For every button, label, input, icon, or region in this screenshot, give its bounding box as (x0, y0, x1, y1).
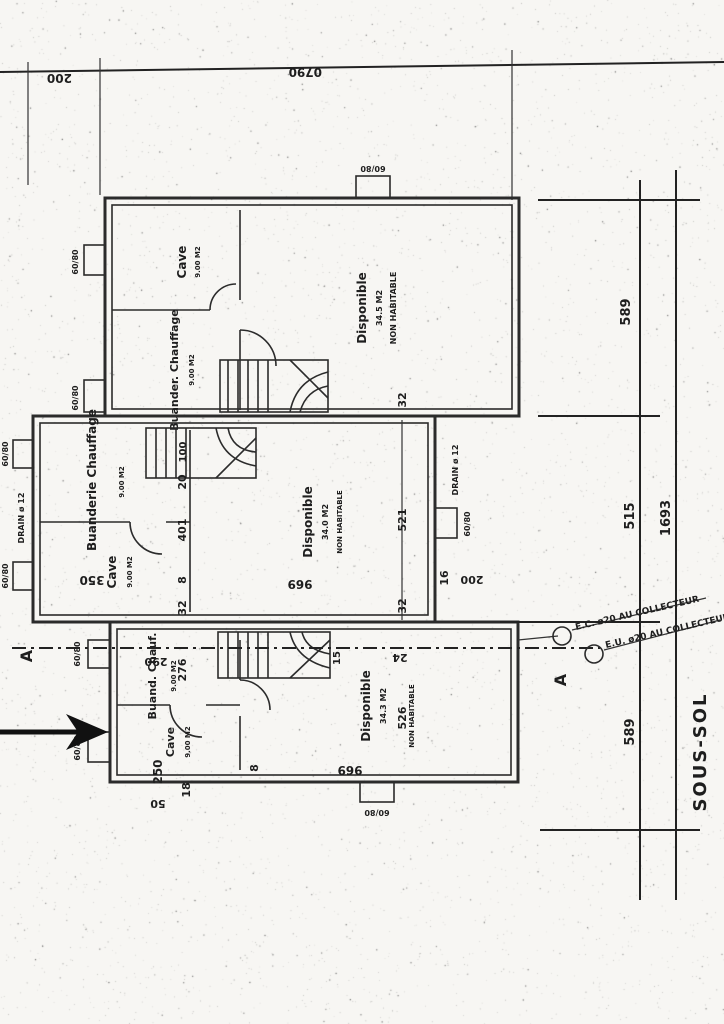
dim-0790: 0790 (289, 65, 322, 79)
stair-top (219, 359, 329, 413)
room-mid-cave-name: Cave (105, 556, 119, 589)
collectors: E.C. ø20 AU COLLECTEUR E.U. ø20 AU COLLE… (517, 595, 724, 664)
window-left-2-label: 60/80 (71, 385, 80, 411)
room-bot-disponible-note: NON HABITABLE (408, 684, 416, 748)
room-top-cave-name: Cave (175, 246, 189, 279)
room-top-disponible-area: 34.5 M2 (375, 290, 384, 326)
room-bot-buanderie-area: 9.00 M2 (170, 660, 178, 692)
eu-collector-icon (584, 644, 604, 664)
dim-8-bot: 8 (248, 764, 261, 772)
room-mid-disponible-area: 34.0 M2 (321, 504, 330, 540)
dim-8-mid: 8 (176, 576, 189, 584)
dim-32-a: 32 (396, 392, 409, 407)
room-bot-cave-area: 9.00 M2 (184, 726, 192, 758)
drain-left-label: DRAIN ø 12 (17, 493, 26, 544)
room-bot-cave-name: Cave (164, 727, 177, 757)
window-left-6-label: 60/80 (73, 735, 82, 761)
dim-350: 350 (79, 573, 104, 587)
dim-515: 515 (623, 502, 638, 529)
room-bot-disponible-name: Disponible (359, 670, 373, 742)
room-bot-disponible-area: 34.3 M2 (379, 688, 388, 724)
room-top-cave-area: 9.00 M2 (194, 246, 202, 278)
dim-15: 15 (332, 651, 343, 665)
section-mark-left: A (17, 649, 36, 662)
dim-16-mid: 16 (438, 570, 451, 586)
room-top-disponible-note: NON HABITABLE (389, 272, 398, 345)
section-mark-right: A (551, 673, 570, 686)
unit-bottom: 60/80 60/80 60/80 Buand. Chauf. 9.00 M2 … (73, 620, 520, 817)
room-top-disponible-name: Disponible (355, 272, 369, 344)
room-top-buanderie-name: Buander. Chauffage (168, 309, 181, 431)
ec-collector-icon (552, 626, 572, 646)
dim-526: 526 (396, 706, 409, 729)
section-line-a-a: A A (12, 647, 600, 686)
dim-200-top: 200 (47, 71, 72, 85)
top-dimension-line: 200 0790 (0, 50, 724, 200)
room-top-buanderie-area: 9.00 M2 (188, 354, 196, 386)
right-dimension-lines: 589 515 1693 589 (500, 170, 700, 900)
window-left-5-label: 60/80 (73, 641, 82, 667)
dim-32-c: 32 (176, 600, 189, 615)
dim-100: 100 (178, 442, 189, 463)
dim-969-bot: 969 (337, 763, 362, 777)
room-bot-buanderie-name: Buand. Chauf. (146, 633, 159, 720)
window-left-3-label: 60/80 (1, 441, 10, 467)
dim-50: 50 (150, 797, 166, 810)
dim-521: 521 (396, 509, 409, 532)
dim-1693: 1693 (659, 500, 674, 536)
dim-24: 24 (392, 651, 408, 664)
dim-250: 250 (151, 759, 165, 784)
dim-200-mid: 200 (460, 573, 483, 586)
dim-20: 20 (176, 474, 189, 490)
dim-401: 401 (176, 519, 189, 542)
unit-middle: 60/80 60/80 DRAIN ø 12 DRAIN ø 12 60/80 … (1, 392, 483, 624)
room-mid-disponible-name: Disponible (301, 486, 315, 558)
window-bottom-label: 60/80 (364, 808, 390, 817)
room-mid-cave-area: 9.00 M2 (126, 556, 134, 588)
entrance-arrow-icon (0, 714, 108, 750)
dim-589-top: 589 (619, 298, 634, 325)
stair-bottom (217, 631, 331, 679)
room-mid-buanderie-name: Buanderie Chauffage (85, 409, 99, 551)
window-top-label: 60/80 (360, 164, 386, 173)
window-left-4-label: 60/80 (1, 563, 10, 589)
stair-middle (145, 427, 257, 479)
window-left-1-label: 60/80 (71, 249, 80, 275)
dim-589-bottom: 589 (623, 718, 638, 745)
dim-18-bot: 18 (180, 782, 193, 797)
room-mid-buanderie-area: 9.00 M2 (118, 466, 126, 498)
drain-right-label: DRAIN ø 12 (451, 445, 460, 496)
dim-969-mid: 969 (287, 577, 312, 591)
unit-top: 60/80 60/80 60/80 Cave 9.00 M2 Buander. … (71, 164, 521, 431)
dim-276: 276 (176, 658, 189, 681)
room-mid-disponible-note: NON HABITABLE (336, 490, 344, 554)
dim-32-b: 32 (396, 598, 409, 613)
dim-290: 290 (144, 655, 167, 668)
window-right-label: 60/80 (463, 511, 472, 537)
plan-title: SOUS-SOL (690, 692, 711, 811)
